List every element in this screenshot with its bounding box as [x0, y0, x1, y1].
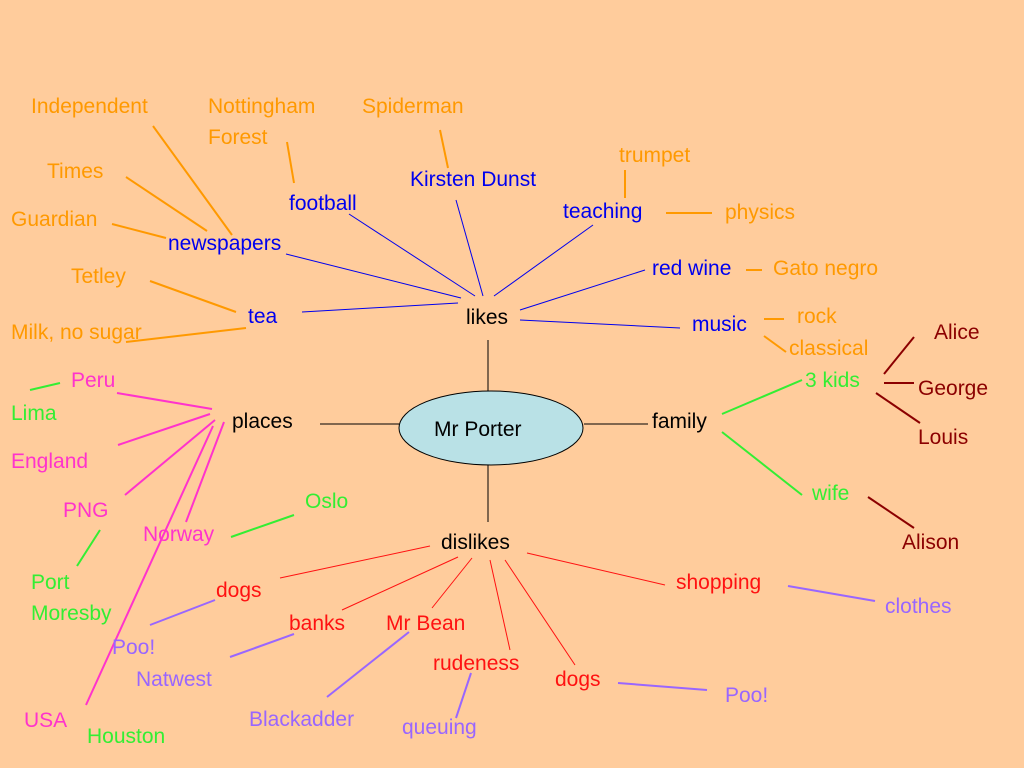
detail-natwest: Natwest [136, 668, 212, 691]
center-label: Mr Porter [434, 418, 522, 441]
kid-george: George [918, 377, 989, 400]
detail-poo-1: Poo! [112, 636, 156, 659]
likes-tea: tea [248, 305, 278, 328]
likes-music: music [692, 313, 747, 336]
detail-queuing: queuing [402, 716, 477, 739]
item-tetley: Tetley [71, 265, 126, 288]
item-forest: Forest [208, 126, 268, 149]
city-lima: Lima [11, 402, 57, 425]
item-spiderman: Spiderman [362, 95, 464, 118]
dislike-dogs-1: dogs [216, 579, 262, 602]
kid-alice: Alice [934, 321, 980, 344]
wife-alison: Alison [902, 531, 960, 554]
center-ellipse [398, 390, 584, 466]
dislike-dogs-2: dogs [555, 668, 601, 691]
dislike-mr-bean: Mr Bean [386, 612, 466, 635]
item-milk-no-sugar: Milk, no sugar [11, 321, 142, 344]
place-peru: Peru [71, 369, 116, 392]
detail-poo-2: Poo! [725, 684, 769, 707]
city-moresby: Moresby [31, 602, 112, 625]
city-oslo: Oslo [305, 490, 349, 513]
place-png: PNG [63, 499, 109, 522]
branch-likes: likes [466, 306, 509, 329]
item-gato-negro: Gato negro [773, 257, 879, 280]
item-independent: Independent [31, 95, 148, 118]
city-houston: Houston [87, 725, 166, 748]
detail-clothes: clothes [885, 595, 952, 618]
branch-dislikes: dislikes [441, 531, 510, 554]
item-rock: rock [797, 305, 837, 328]
family-3-kids: 3 kids [805, 369, 860, 392]
item-classical: classical [789, 337, 869, 360]
dislike-shopping: shopping [676, 571, 762, 594]
item-guardian: Guardian [11, 208, 98, 231]
city-port: Port [31, 571, 70, 594]
kid-louis: Louis [918, 426, 969, 449]
branch-places: places [232, 410, 293, 433]
place-usa: USA [24, 709, 68, 732]
family-wife: wife [812, 482, 850, 505]
place-england: England [11, 450, 89, 473]
item-nottingham: Nottingham [208, 95, 316, 118]
branch-family: family [652, 410, 707, 433]
item-physics: physics [725, 201, 796, 224]
likes-football: football [289, 192, 357, 215]
place-norway: Norway [143, 523, 215, 546]
likes-teaching: teaching [563, 200, 643, 223]
dislike-banks: banks [289, 612, 346, 635]
detail-blackadder: Blackadder [249, 708, 355, 731]
dislike-rudeness: rudeness [433, 652, 520, 675]
likes-kirsten-dunst: Kirsten Dunst [410, 168, 537, 191]
item-trumpet: trumpet [619, 144, 691, 167]
item-times: Times [47, 160, 104, 183]
likes-newspapers: newspapers [168, 232, 282, 255]
likes-red-wine: red wine [652, 257, 732, 280]
